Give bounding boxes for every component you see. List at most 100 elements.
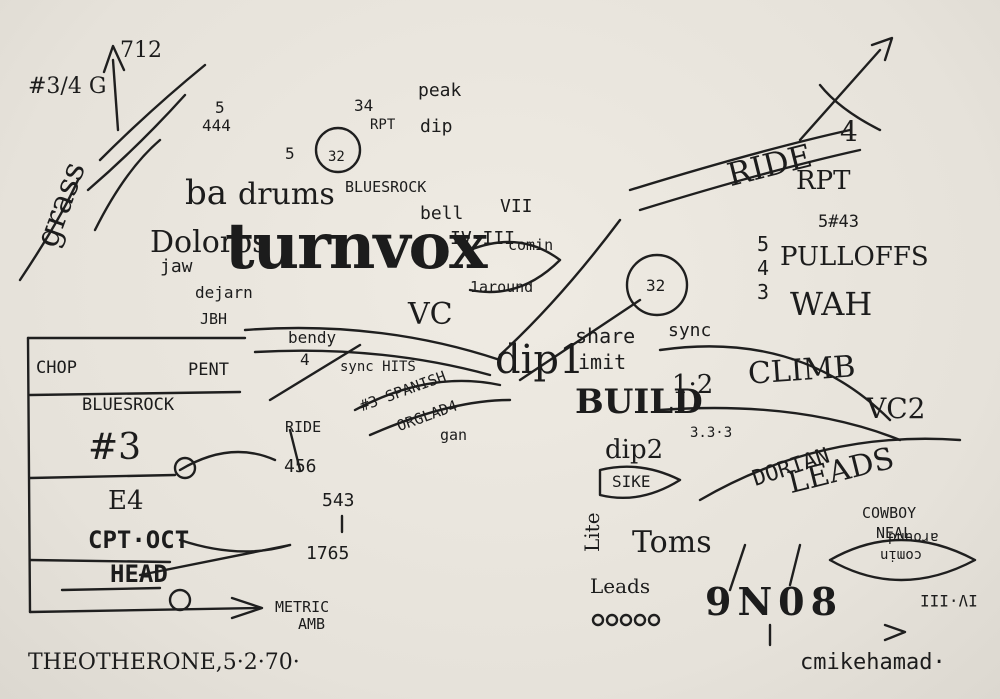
flame-stroke-1 — [98, 63, 207, 162]
label-turnvox: turnvox — [225, 209, 487, 284]
right-band-3 — [818, 83, 882, 132]
fish-tail — [883, 623, 907, 642]
label-iv-iii-upside: IV·III — [920, 591, 978, 610]
signature: THEOTHERONE,5·2·70· — [28, 650, 300, 675]
left-box-row-line-4 — [60, 586, 162, 592]
grass-curve — [18, 178, 80, 282]
center-stem-1 — [498, 218, 622, 357]
label-32-left: 32 — [328, 149, 345, 165]
label-bell: bell — [420, 203, 464, 224]
label-456: 456 — [284, 456, 317, 477]
left-box-bottom — [28, 606, 262, 614]
left-box-row-line-2 — [28, 473, 177, 480]
label-iv-iii: IV·III — [450, 228, 516, 249]
head-loop — [168, 588, 192, 612]
label-bluesrock-left: BLUESROCK — [82, 395, 175, 415]
ride-arrow-up — [288, 428, 302, 472]
label-rpt-top: RPT — [370, 117, 396, 133]
label-around-upside: around — [888, 529, 939, 545]
label-drums: drums — [238, 177, 335, 212]
label-lite: Lite — [580, 512, 604, 552]
label-cpt-oct: CPT·OCT — [88, 526, 190, 554]
badge-32-left — [314, 126, 362, 174]
center-stem-2 — [518, 298, 642, 382]
label-pulloffs: PULLOFFS — [780, 242, 929, 272]
label-numerals: 9N08 — [705, 579, 844, 624]
label-dolores: Doloros — [150, 225, 268, 260]
arrow-to-456 — [178, 450, 277, 472]
left-box-left — [26, 336, 32, 614]
flame-stroke-3 — [93, 138, 162, 232]
label-chop: CHOP — [36, 358, 77, 378]
right-arrow-head — [870, 36, 894, 62]
label-34: 34 — [354, 96, 374, 115]
label-5-right: 5 — [757, 232, 770, 256]
band-spanish-1 — [353, 379, 502, 412]
label-peak: peak — [418, 80, 462, 101]
label-toms: Toms — [632, 525, 712, 560]
label-vc2: VC2 — [866, 392, 926, 425]
label-543: 543 — [322, 490, 355, 511]
arrow-down-right-2 — [728, 543, 747, 592]
label-comin-upside: comin — [880, 547, 923, 563]
label-head: HEAD — [110, 560, 168, 588]
label-32-right: 32 — [646, 276, 666, 295]
band-top-1 — [243, 326, 502, 362]
label-metric: METRIC — [275, 598, 330, 616]
dorian-band — [698, 437, 962, 502]
left-box-row-line-3 — [28, 558, 172, 564]
label-dip-top: dip — [420, 116, 453, 137]
label-sync-right: sync — [668, 320, 712, 341]
fish-shape — [828, 538, 977, 582]
label-neal: NEAL — [876, 524, 913, 542]
label-wah: WAH — [790, 285, 873, 323]
label-jbh: JBH — [200, 310, 228, 328]
band-spanish-2 — [368, 398, 512, 437]
label-4-bendy: 4 — [300, 350, 310, 369]
bendy-line — [268, 343, 362, 402]
arrow-712-head — [102, 44, 126, 74]
note-o-1 — [591, 613, 605, 627]
climb-band-2 — [658, 406, 902, 442]
right-band-1 — [628, 128, 852, 192]
label-dip1: dip1 — [495, 337, 585, 383]
label-5-dash: 5 — [285, 144, 295, 163]
label-jaw: jaw — [160, 256, 193, 277]
label-3-right: 3 — [757, 280, 770, 304]
label-amb: AMB — [298, 615, 326, 633]
mid-loop — [173, 456, 197, 480]
arrow-712 — [111, 58, 120, 132]
metric-arrow — [230, 596, 264, 620]
label-vii: VII — [500, 196, 533, 217]
label-4b-right: 4 — [757, 256, 770, 280]
comin-lozenge — [468, 240, 562, 294]
label-bendy: bendy — [288, 328, 337, 347]
label-sharp3: #3 — [88, 427, 142, 468]
label-sharp-g: #3/4 G — [28, 74, 107, 99]
label-3-rpt: 3.3·3 — [690, 425, 733, 441]
label-one-two: 1·2 — [672, 370, 714, 400]
label-ba: ba — [185, 173, 228, 213]
label-dip2: dip2 — [605, 435, 664, 465]
label-imit: imit — [578, 350, 627, 374]
label-cowboy: COWBOY — [862, 504, 917, 522]
label-712: 712 — [120, 38, 162, 63]
right-band-2 — [638, 148, 862, 212]
label-build: BUILD — [575, 382, 703, 422]
label-gan: gan — [440, 426, 468, 444]
note-o-4 — [633, 613, 647, 627]
arrow-to-1765 — [178, 538, 292, 553]
head-arrow — [138, 543, 292, 577]
label-bluesrock-top: BLUESROCK — [345, 178, 427, 196]
label-around-top: 1around — [470, 278, 534, 296]
flame-stroke-2 — [86, 93, 187, 192]
label-5-top: 5 — [215, 98, 225, 117]
climb-band-1 — [658, 345, 892, 422]
label-444: 444 — [202, 116, 231, 135]
label-climb: CLIMB — [746, 349, 857, 392]
label-rpt-right: RPT — [796, 166, 851, 196]
label-4-right: 4 — [840, 115, 858, 148]
note-o-2 — [605, 613, 619, 627]
label-sike: SIKE — [612, 472, 651, 491]
